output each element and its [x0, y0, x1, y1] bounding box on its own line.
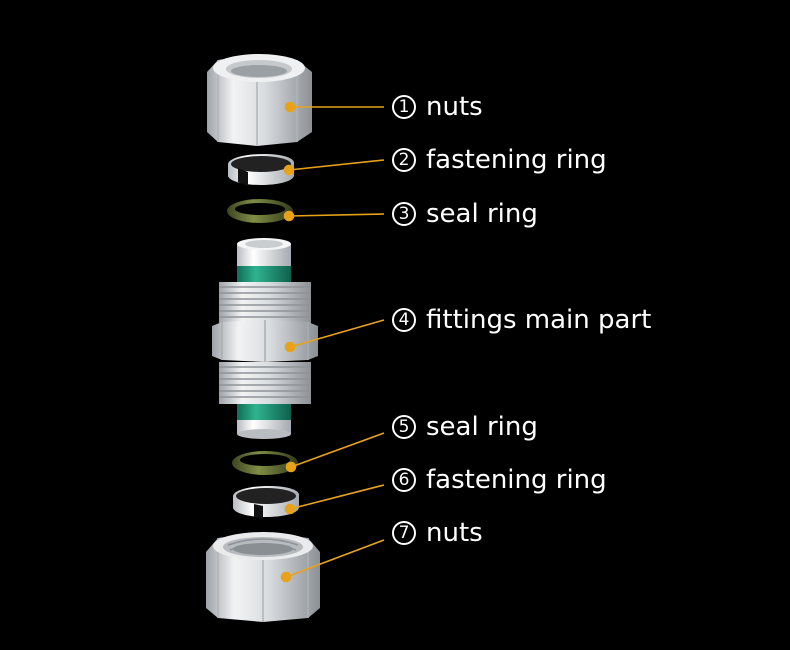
- label-6: 6 fastening ring: [392, 465, 607, 495]
- leader-dot-2: [283, 164, 295, 176]
- leader-line-3: [288, 213, 385, 217]
- label-6-text: fastening ring: [426, 465, 607, 495]
- label-4-text: fittings main part: [426, 305, 652, 335]
- leader-line-7: [285, 539, 385, 578]
- leader-line-6: [289, 484, 385, 510]
- leader-lines: [280, 101, 385, 583]
- leader-dot-6: [284, 503, 296, 515]
- label-7-text: nuts: [426, 518, 483, 548]
- label-7-number: 7: [392, 521, 416, 545]
- leader-line-5: [290, 432, 385, 468]
- label-5-text: seal ring: [426, 412, 538, 442]
- label-1-text: nuts: [426, 92, 483, 122]
- label-5-number: 5: [392, 415, 416, 439]
- part-5-seal-ring: [232, 451, 298, 475]
- label-2: 2 fastening ring: [392, 145, 607, 175]
- part-7-nut: [206, 532, 320, 622]
- label-3-number: 3: [392, 202, 416, 226]
- leader-dot-7: [280, 571, 292, 583]
- leader-dot-1: [284, 101, 296, 113]
- part-6-fastening-ring: [233, 485, 299, 519]
- label-7: 7 nuts: [392, 518, 483, 548]
- label-1: 1 nuts: [392, 92, 483, 122]
- label-5: 5 seal ring: [392, 412, 538, 442]
- label-3-text: seal ring: [426, 199, 538, 229]
- label-6-number: 6: [392, 468, 416, 492]
- label-2-number: 2: [392, 148, 416, 172]
- label-4: 4 fittings main part: [392, 305, 651, 335]
- part-2-fastening-ring: [228, 153, 294, 186]
- label-4-number: 4: [392, 308, 416, 332]
- label-3: 3 seal ring: [392, 199, 538, 229]
- part-4-fittings-main-part: [212, 238, 318, 439]
- leader-dot-4: [284, 341, 296, 353]
- part-3-seal-ring: [227, 199, 293, 223]
- leader-line-4: [289, 319, 385, 348]
- leader-dot-3: [283, 210, 295, 222]
- label-1-number: 1: [392, 95, 416, 119]
- leader-line-2: [288, 159, 385, 171]
- leader-dot-5: [285, 461, 297, 473]
- part-1-nut: [207, 54, 312, 146]
- label-2-text: fastening ring: [426, 145, 607, 175]
